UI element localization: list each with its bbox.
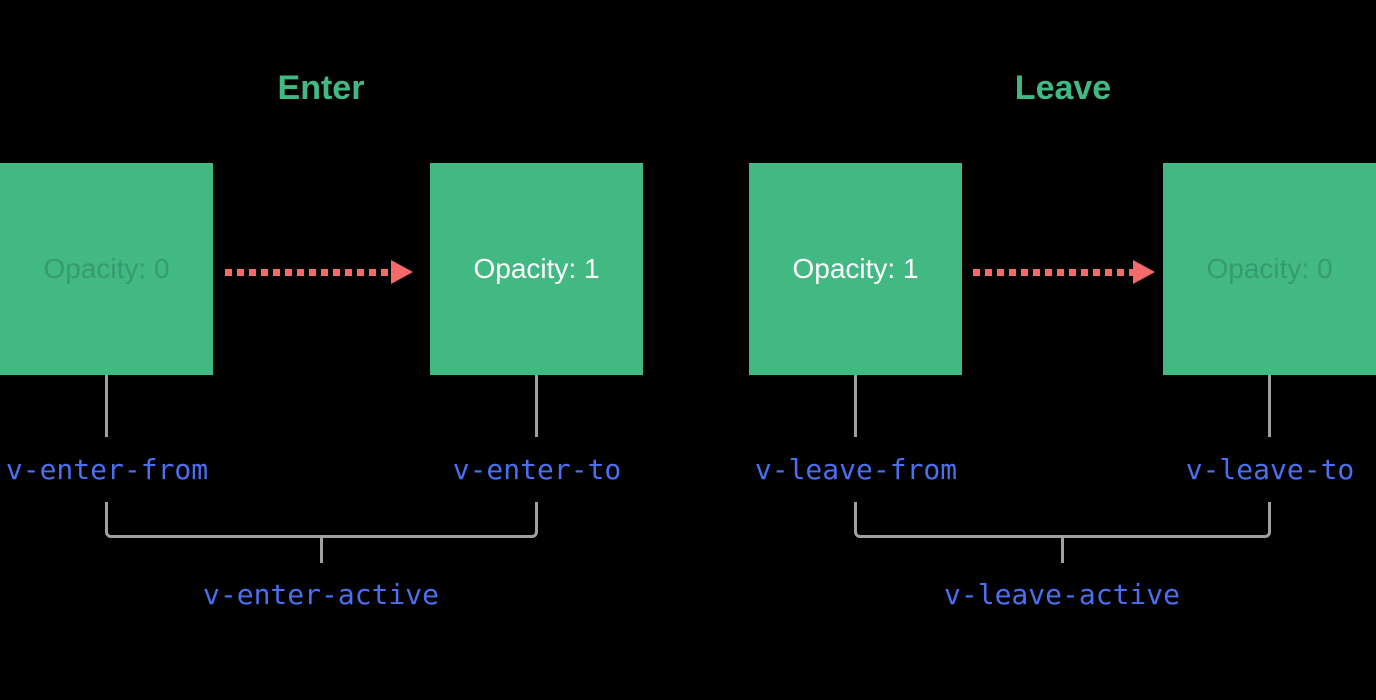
leave-to-box: Opacity: 0	[1163, 163, 1376, 375]
arrow-head-icon	[391, 260, 413, 284]
leave-transition-arrow	[973, 260, 1155, 284]
leave-from-opacity-label: Opacity: 1	[792, 253, 919, 284]
enter-active-bracket	[105, 502, 538, 538]
leave-active-bracket-stem	[1061, 538, 1064, 563]
enter-to-class-label: v-enter-to	[452, 453, 622, 486]
leave-to-opacity-label: Opacity: 0	[1206, 253, 1333, 284]
enter-to-connector-line	[535, 375, 538, 437]
arrow-head-icon	[1133, 260, 1155, 284]
enter-to-box: Opacity: 1	[430, 163, 643, 375]
leave-to-connector-line	[1268, 375, 1271, 437]
leave-from-class-label: v-leave-from	[754, 453, 958, 486]
enter-active-bracket-stem	[320, 538, 323, 563]
enter-active-class-label: v-enter-active	[202, 578, 440, 611]
leave-to-class-label: v-leave-to	[1185, 453, 1355, 486]
enter-from-box: Opacity: 0	[0, 163, 213, 375]
dashed-line	[225, 268, 391, 276]
dashed-line	[973, 268, 1133, 276]
enter-from-class-label: v-enter-from	[5, 453, 209, 486]
enter-from-connector-line	[105, 375, 108, 437]
enter-from-opacity-label: Opacity: 0	[43, 253, 170, 284]
leave-active-class-label: v-leave-active	[943, 578, 1181, 611]
leave-section-title: Leave	[1014, 69, 1112, 107]
leave-from-box: Opacity: 1	[749, 163, 962, 375]
enter-to-opacity-label: Opacity: 1	[473, 253, 600, 284]
leave-active-bracket	[854, 502, 1271, 538]
enter-section-title: Enter	[277, 69, 365, 107]
enter-transition-arrow	[225, 260, 413, 284]
leave-from-connector-line	[854, 375, 857, 437]
